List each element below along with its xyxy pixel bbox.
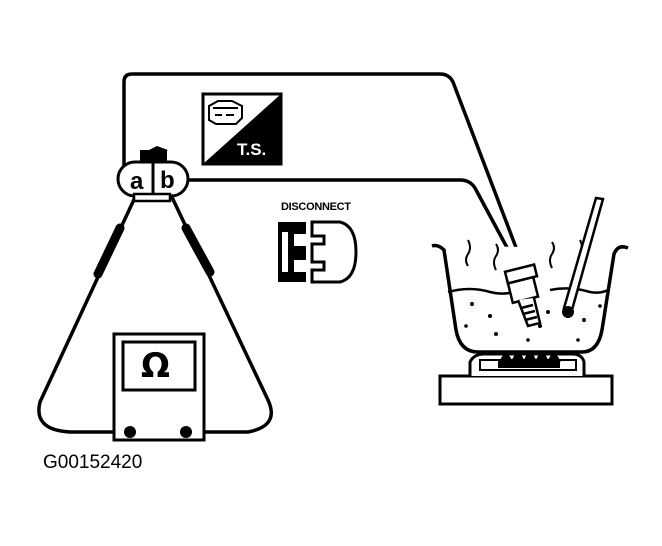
- ab-connector: [116, 146, 190, 203]
- probe-right: [181, 223, 215, 277]
- ohm-symbol: Ω: [141, 346, 170, 386]
- wire-b-to-sensor: [183, 178, 520, 270]
- ts-sign-label: T.S.: [237, 140, 267, 159]
- wire-top: [122, 72, 522, 260]
- figure-id: G00152420: [43, 452, 143, 473]
- lead-right: [168, 191, 273, 434]
- disconnect-label: DISCONNECT: [281, 201, 351, 213]
- probe-left: [93, 223, 125, 279]
- thermometer-icon: [562, 196, 605, 318]
- connector-icon: [278, 220, 358, 284]
- ohmmeter: [112, 332, 206, 442]
- terminal-b-label: b: [160, 167, 175, 194]
- lead-left: [37, 191, 139, 434]
- terminal-a-label: a: [130, 168, 144, 195]
- engine-icon: [208, 100, 243, 125]
- ts-sign: [201, 92, 283, 166]
- temperature-sensor: [503, 263, 542, 328]
- heating-setup: [431, 196, 629, 406]
